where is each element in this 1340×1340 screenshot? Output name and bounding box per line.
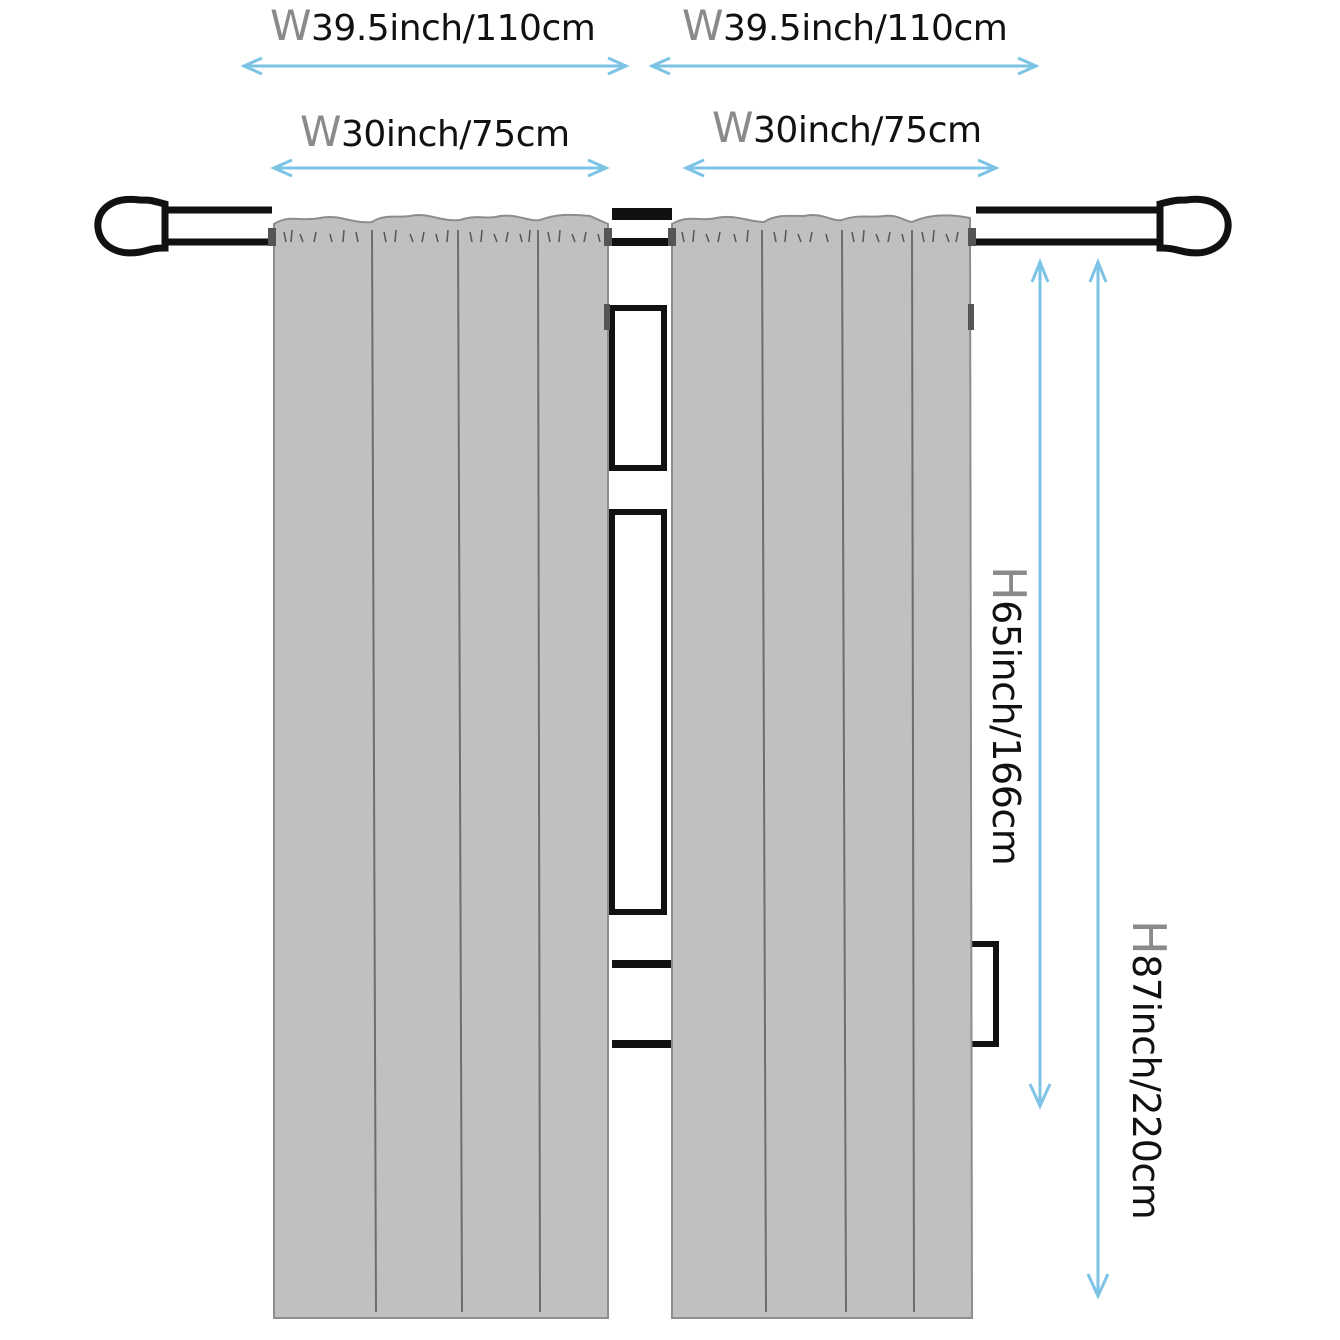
label-prefix: H — [982, 566, 1036, 601]
label-prefix: H — [1122, 920, 1176, 955]
label-height-short: H65inch/166cm — [982, 566, 1036, 866]
label-prefix: W — [270, 1, 312, 50]
dimension-arrows — [240, 56, 1110, 1300]
label-prefix: W — [300, 107, 342, 156]
label-value: 39.5inch/110cm — [311, 8, 596, 49]
arrow-height-long — [1086, 257, 1110, 1300]
label-panel-width-left: W30inch/75cm — [300, 111, 570, 155]
arrow-panel-width-right — [682, 158, 1000, 178]
rod-finial-left — [94, 195, 169, 257]
label-panel-width-right: W30inch/75cm — [712, 107, 982, 151]
curtain-rod — [94, 195, 1232, 257]
label-value: 30inch/75cm — [753, 110, 982, 151]
label-prefix: W — [682, 1, 724, 50]
label-value: 65inch/166cm — [984, 600, 1028, 866]
arrow-height-short — [1028, 257, 1052, 1110]
curtain-panel-left — [273, 213, 609, 1319]
arrow-panel-width-left — [270, 158, 610, 178]
label-rod-width-left: W39.5inch/110cm — [270, 5, 596, 49]
arrow-rod-width-left — [240, 56, 630, 76]
arrow-rod-width-right — [648, 56, 1040, 76]
label-rod-width-right: W39.5inch/110cm — [682, 5, 1008, 49]
label-value: 87inch/220cm — [1124, 954, 1168, 1220]
label-value: 30inch/75cm — [341, 114, 570, 155]
label-height-long: H87inch/220cm — [1122, 920, 1176, 1220]
rod-finial-right — [1156, 195, 1232, 257]
curtain-panel-right — [671, 214, 974, 1319]
label-prefix: W — [712, 103, 754, 152]
label-value: 39.5inch/110cm — [723, 8, 1008, 49]
window-frame — [609, 208, 999, 1048]
